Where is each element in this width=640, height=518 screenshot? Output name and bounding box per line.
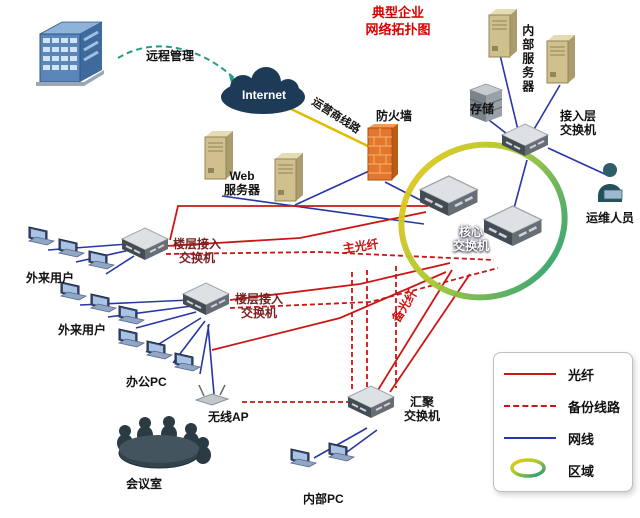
carrier-line-link	[288, 106, 373, 150]
legend-row-backup: 备份线路	[494, 391, 632, 421]
core-switch-icon-1	[418, 174, 479, 218]
internal-server-icon-1	[488, 8, 518, 58]
legend-row-fiber: 光纤	[494, 359, 632, 389]
backup-line-sample	[504, 405, 556, 407]
backup-lines-red-dashed	[165, 251, 499, 403]
legend-fiber-label: 光纤	[568, 367, 595, 383]
legend-zone-label: 区域	[568, 463, 595, 479]
storage-label: 存储	[470, 102, 495, 116]
internal-server-label: 内部服务器	[520, 24, 535, 94]
zone-ring-sample	[504, 456, 556, 485]
floor-switch-label-1: 楼层接入 交换机	[172, 237, 221, 265]
floor-switch-label-2: 楼层接入 交换机	[234, 292, 283, 320]
internal-pc-label: 内部PC	[303, 492, 344, 506]
ops-staff-label: 运维人员	[586, 211, 635, 225]
ops-staff-icon	[597, 162, 623, 203]
web-server-label: Web 服务器	[223, 169, 260, 197]
legend-row-cable: 网线	[494, 423, 632, 453]
core-zone-ring	[398, 141, 568, 301]
firewall-icon	[367, 123, 399, 181]
internal-pc-icon	[328, 442, 355, 462]
wireless-ap-label: 无线AP	[208, 410, 249, 424]
floor-switch-icon-2	[182, 282, 230, 316]
external-user-label-1: 外来用户	[26, 271, 75, 285]
access-switch-label: 接入层 交换机	[559, 109, 596, 137]
diagram-title-line2: 网络拓扑图	[365, 22, 431, 37]
office-pc-icon	[174, 352, 201, 372]
legend-row-zone: 区域	[494, 455, 632, 485]
internet-label: Internet	[241, 88, 286, 102]
core-switch-label: 核心 交换机	[452, 225, 489, 253]
aggregation-switch-icon	[347, 385, 395, 419]
internet-cloud-icon	[221, 67, 305, 114]
aggregation-switch-label: 汇聚 交换机	[403, 395, 440, 423]
access-layer-switch-icon	[501, 123, 549, 157]
legend-cable-label: 网线	[568, 431, 595, 447]
diagram-title-line1: 典型企业	[371, 5, 424, 20]
legend-box: 光纤 备份线路 网线	[493, 352, 633, 492]
office-pc-icon	[118, 328, 145, 348]
office-pc-icon	[146, 340, 173, 360]
web-server-icon-2	[274, 152, 304, 202]
meeting-room-icon	[116, 415, 212, 469]
meeting-room-label: 会议室	[126, 477, 163, 491]
cable-line-sample	[504, 437, 556, 439]
legend-backup-label: 备份线路	[568, 399, 621, 415]
internal-pc-icon	[290, 448, 317, 468]
office-pc-label: 办公PC	[126, 375, 167, 389]
external-user-laptop-icon	[28, 226, 55, 246]
firewall-label: 防火墙	[376, 109, 413, 123]
external-user-label-2: 外来用户	[58, 323, 107, 337]
fiber-line-sample	[504, 373, 556, 375]
floor-switch-icon-1	[121, 227, 169, 261]
wireless-ap-icon	[195, 384, 229, 406]
remote-management-label: 远程管理	[146, 49, 195, 63]
external-user-laptop-icon	[118, 305, 145, 325]
headquarters-building-icon	[34, 20, 106, 88]
internal-server-icon-2	[546, 34, 576, 84]
